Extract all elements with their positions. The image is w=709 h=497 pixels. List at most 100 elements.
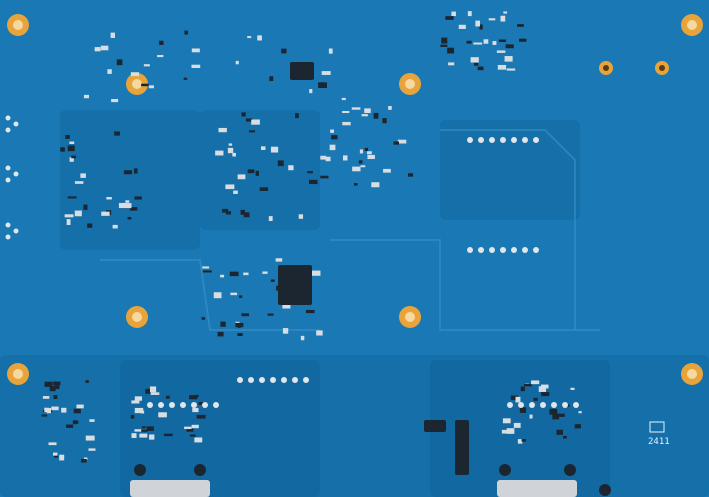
smd-component	[496, 50, 506, 53]
smd-component	[101, 211, 110, 216]
smd-component	[66, 424, 74, 428]
smd-component	[325, 156, 331, 162]
smd-component	[354, 183, 358, 186]
mounting-hole	[132, 312, 142, 322]
through-hole-pad	[573, 402, 579, 408]
smd-component	[60, 147, 65, 152]
smd-component	[141, 429, 148, 432]
smd-component	[367, 154, 375, 160]
smd-component	[69, 141, 75, 145]
smd-component	[298, 214, 304, 219]
smd-component	[134, 396, 143, 401]
smd-component	[515, 396, 521, 403]
smd-component	[517, 24, 524, 27]
smd-component	[305, 309, 315, 314]
smd-component	[191, 48, 200, 53]
smd-component	[235, 322, 244, 328]
connector-post	[134, 464, 146, 476]
smd-component	[361, 114, 368, 117]
copper-pour	[430, 360, 610, 497]
smd-component	[233, 190, 238, 194]
smd-component	[538, 386, 547, 392]
smd-component	[503, 11, 508, 14]
edge-pad	[5, 127, 11, 133]
through-hole-pad	[259, 377, 265, 383]
mounting-hole	[13, 20, 23, 30]
edge-pad	[5, 115, 11, 121]
smd-component	[85, 380, 89, 383]
smd-component	[118, 202, 127, 209]
smd-component	[44, 407, 50, 413]
through-hole-pad	[529, 402, 535, 408]
through-hole-pad	[478, 247, 484, 253]
smd-component	[497, 64, 507, 70]
smd-component	[143, 64, 150, 67]
smd-component	[228, 143, 233, 146]
smd-component	[359, 149, 364, 154]
smd-component	[67, 196, 77, 199]
smd-component	[448, 62, 455, 66]
smd-component	[360, 165, 366, 168]
smd-component	[255, 170, 259, 176]
smd-component	[125, 200, 130, 203]
smd-component	[466, 40, 472, 44]
through-hole-pad	[522, 247, 528, 253]
smd-component	[474, 62, 479, 66]
smd-component	[477, 66, 484, 71]
smd-component	[44, 381, 53, 387]
copper-pour	[200, 110, 320, 230]
smd-component	[383, 168, 391, 173]
smd-component	[42, 396, 50, 399]
smd-component	[130, 72, 140, 77]
through-hole-pad	[500, 137, 506, 143]
smd-component	[570, 387, 575, 390]
smd-component	[49, 385, 56, 392]
mounting-hole	[687, 20, 697, 30]
via-hole	[659, 65, 665, 71]
smd-component	[225, 211, 232, 215]
smd-component	[107, 69, 112, 74]
through-hole-pad	[467, 137, 473, 143]
smd-component	[501, 429, 511, 434]
copper-pour	[60, 110, 200, 250]
smd-component	[89, 419, 95, 422]
smd-component	[268, 216, 273, 222]
through-hole-pad	[169, 402, 175, 408]
smd-component	[393, 141, 399, 145]
smd-component	[251, 119, 260, 125]
smd-component	[73, 420, 77, 425]
copper-pour	[0, 355, 709, 497]
smd-component	[87, 223, 93, 228]
smd-component	[556, 429, 563, 435]
smd-component	[441, 37, 448, 44]
smd-component	[127, 216, 132, 220]
through-hole-pad	[489, 137, 495, 143]
smd-component	[331, 135, 338, 140]
smd-component	[473, 42, 483, 45]
smd-component	[189, 395, 198, 400]
smd-component	[281, 48, 287, 54]
smd-component	[451, 11, 456, 17]
connector-post	[499, 464, 511, 476]
smd-component	[241, 112, 246, 117]
mounting-hole	[687, 369, 697, 379]
smd-component	[308, 179, 318, 185]
smd-component	[440, 44, 448, 47]
smd-component	[316, 330, 323, 336]
edge-pad	[5, 234, 11, 240]
smd-component	[232, 152, 236, 157]
smd-component	[184, 426, 192, 430]
edge-pad	[13, 228, 19, 234]
smd-component	[222, 208, 229, 213]
smd-component	[225, 184, 235, 190]
smd-component	[520, 386, 525, 392]
trace	[440, 129, 576, 330]
smd-component	[141, 426, 146, 429]
smd-component	[342, 110, 350, 114]
through-hole-pad	[270, 377, 276, 383]
smd-component	[83, 94, 90, 99]
connector-post	[599, 484, 611, 496]
smd-component	[510, 395, 519, 400]
smd-component	[69, 157, 74, 162]
copper-pour	[440, 120, 580, 220]
